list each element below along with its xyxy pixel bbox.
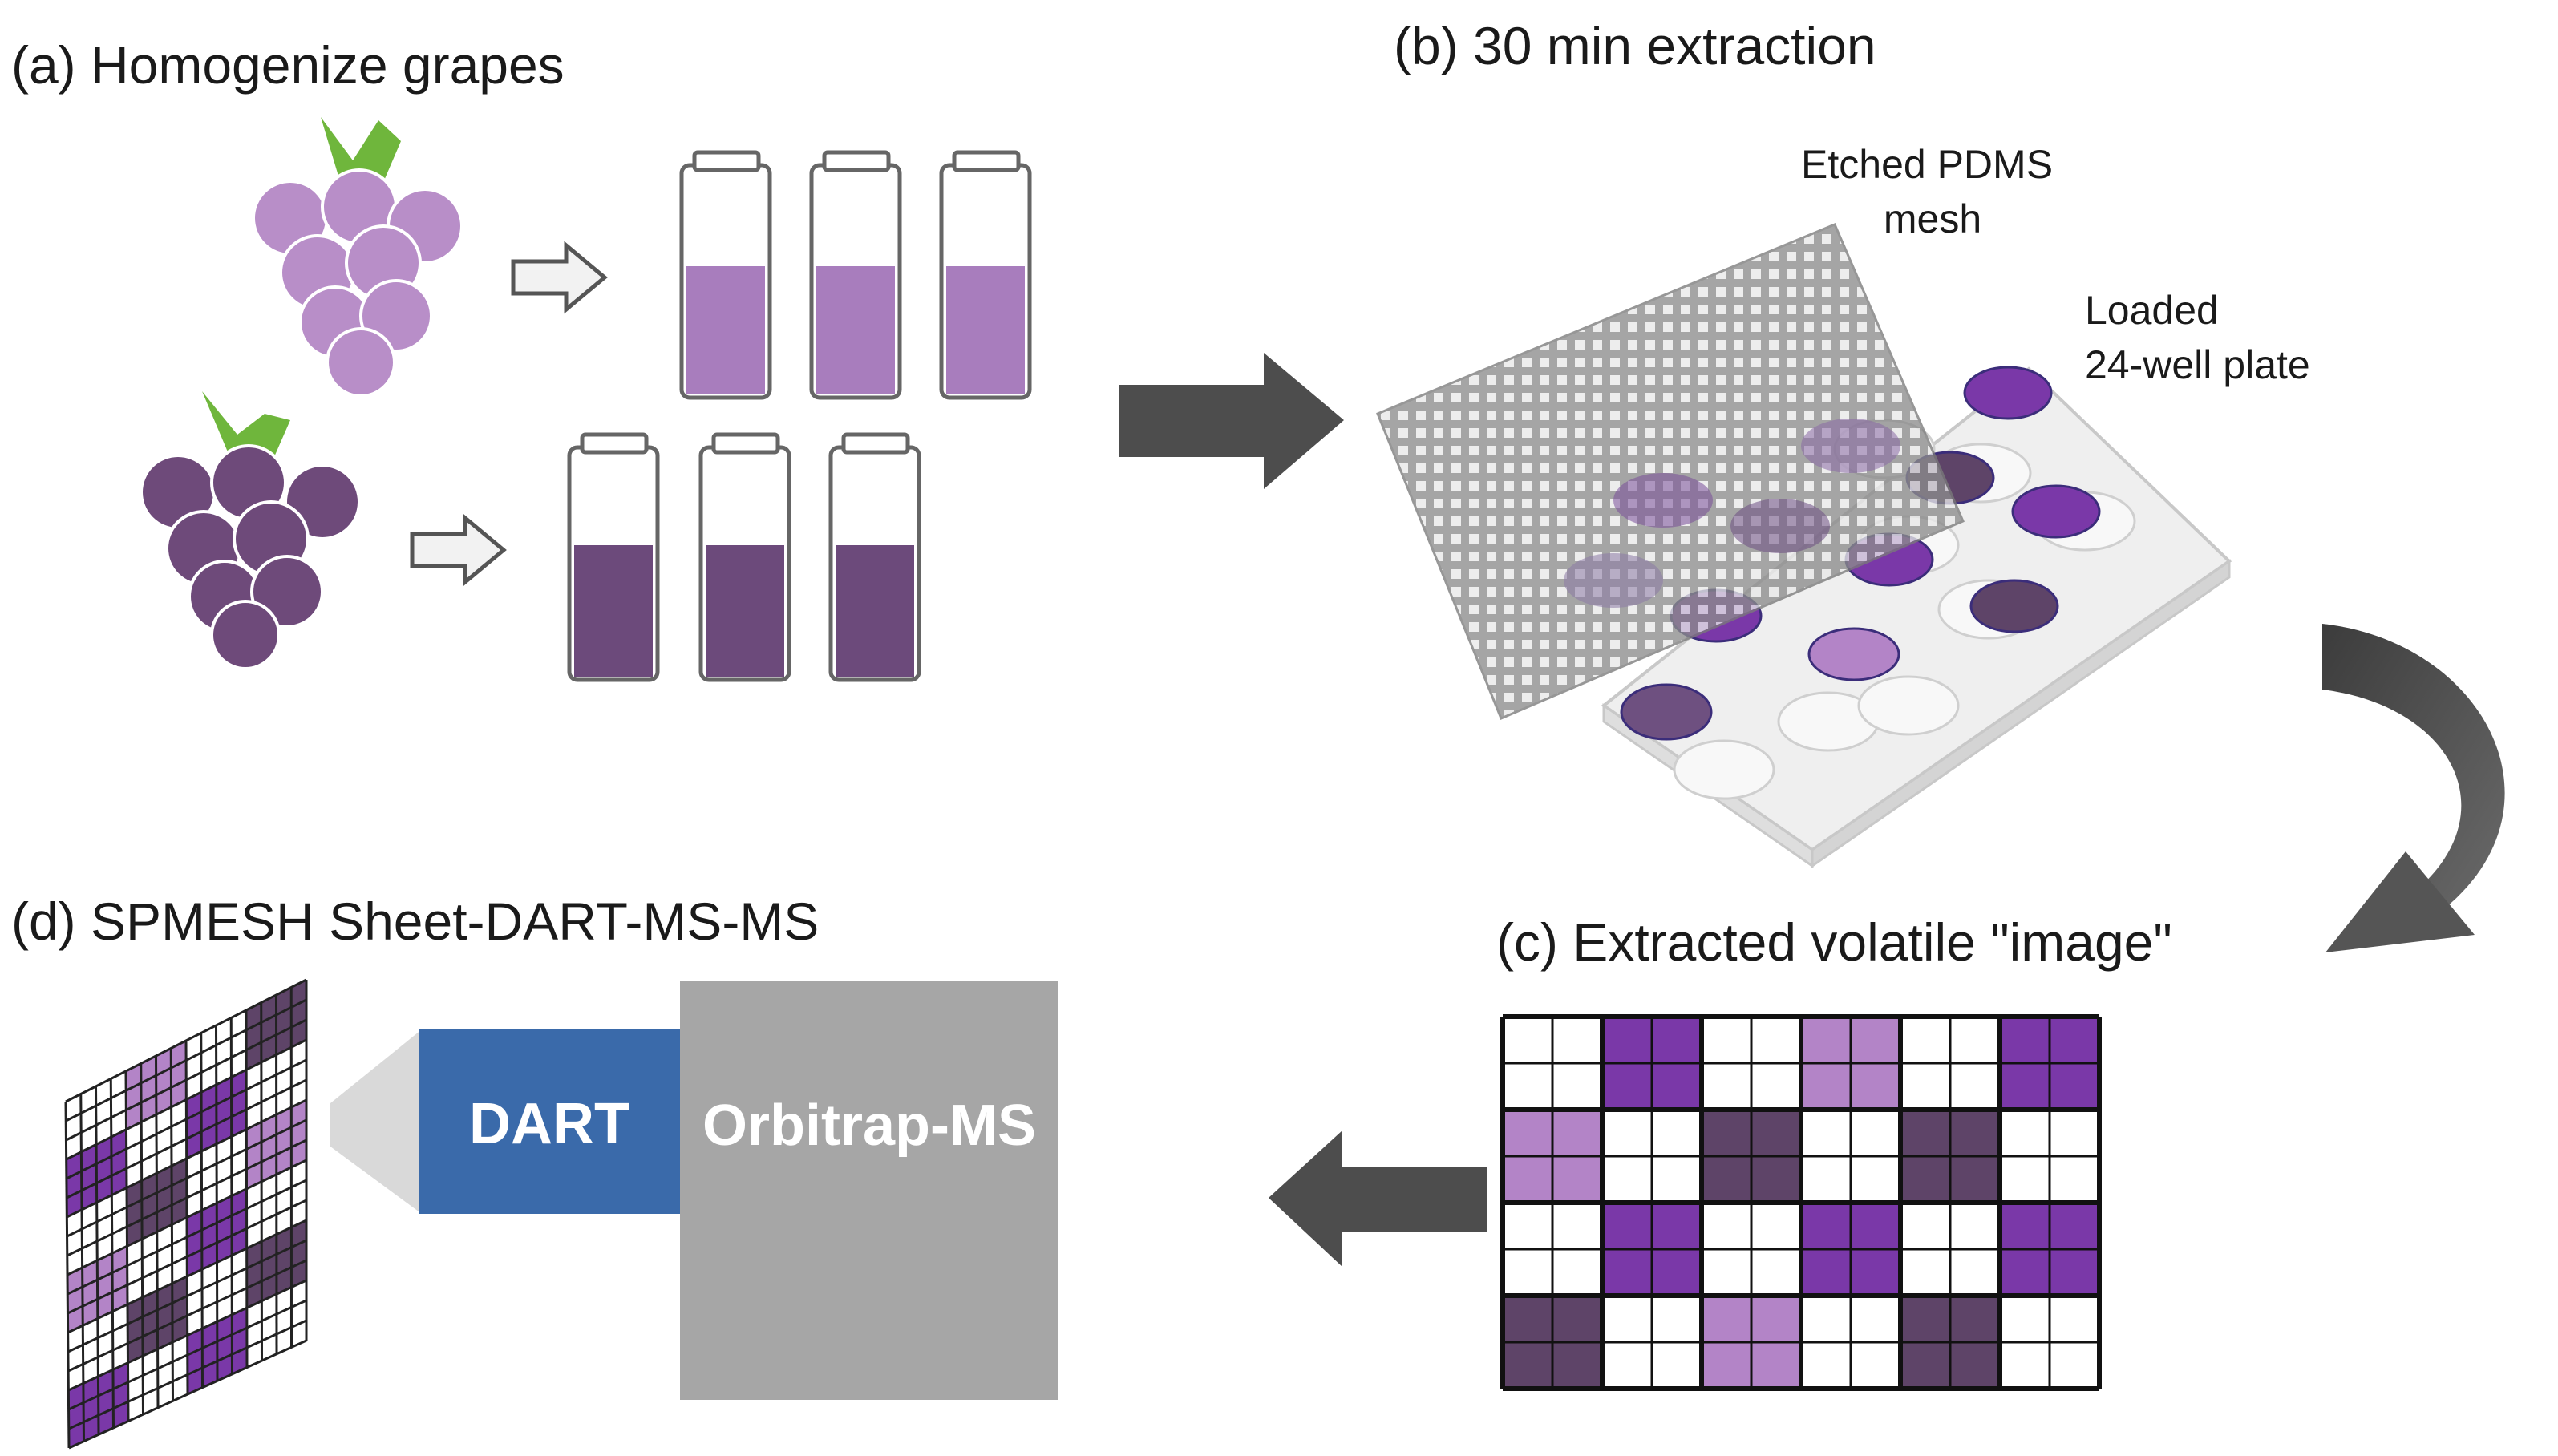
orbitrap-ms-label: Orbitrap-MS bbox=[702, 1094, 1036, 1158]
sheet-line bbox=[66, 1058, 307, 1180]
hollow-arrow-icon bbox=[511, 241, 608, 314]
plate-label: Loaded 24-well plate bbox=[2085, 288, 2310, 387]
block-arrow-icon bbox=[1269, 1130, 1487, 1267]
spmesh-sheet-icon bbox=[64, 978, 308, 1450]
light-grape-cluster-icon bbox=[252, 117, 463, 398]
sheet-line bbox=[67, 1179, 307, 1296]
light-vial-icon bbox=[679, 150, 772, 400]
panel-c-label: (c) Extracted volatile "image" bbox=[1496, 912, 2172, 972]
sheet-line bbox=[67, 1279, 307, 1392]
sheet-line bbox=[67, 1159, 307, 1276]
light-vial-icon bbox=[939, 150, 1032, 400]
sheet-line bbox=[66, 1118, 307, 1238]
sheet-line bbox=[68, 1339, 307, 1450]
sheet-line bbox=[65, 1018, 307, 1142]
curved-arrow-icon bbox=[2322, 624, 2505, 914]
sheet-line bbox=[67, 1219, 307, 1334]
dark-vial-icon bbox=[567, 432, 660, 682]
sheet-line bbox=[67, 1239, 307, 1353]
dark-vial-icon bbox=[828, 432, 921, 682]
light-vial-icon bbox=[809, 150, 902, 400]
block-arrow-icon bbox=[1119, 353, 1344, 489]
well-plate-icon bbox=[1601, 366, 2232, 868]
sheet-line bbox=[66, 1098, 307, 1219]
panel-b-label: (b) 30 min extraction bbox=[1394, 16, 1876, 75]
curved-arrow-head-icon bbox=[2325, 851, 2475, 952]
sheet-line bbox=[67, 1299, 307, 1411]
dark-grape-cluster-icon bbox=[140, 391, 361, 670]
sheet-line bbox=[65, 978, 307, 1103]
dark-vial-icon bbox=[698, 432, 791, 682]
mesh-sheet-icon bbox=[1376, 223, 1965, 720]
sheet-line bbox=[67, 1199, 307, 1315]
hollow-arrow-icon bbox=[410, 513, 507, 587]
sheet-line bbox=[66, 1078, 307, 1199]
panel-d-label: (d) SPMESH Sheet-DART-MS-MS bbox=[11, 892, 819, 951]
sheet-line bbox=[67, 1139, 307, 1257]
dart-nozzle-icon bbox=[330, 1029, 422, 1214]
sheet-line bbox=[67, 1259, 307, 1373]
dart-source-box bbox=[419, 1029, 680, 1214]
sheet-line bbox=[65, 998, 307, 1122]
mesh-label: Etched PDMS mesh bbox=[1801, 142, 2064, 241]
sheet-line bbox=[65, 1038, 307, 1161]
panel-a-label: (a) Homogenize grapes bbox=[11, 35, 565, 95]
orbitrap-ms-box bbox=[680, 981, 1058, 1400]
dart-label: DART bbox=[469, 1092, 629, 1156]
sheet-line bbox=[68, 1319, 307, 1430]
volatile-image-grid bbox=[1500, 1014, 2102, 1391]
